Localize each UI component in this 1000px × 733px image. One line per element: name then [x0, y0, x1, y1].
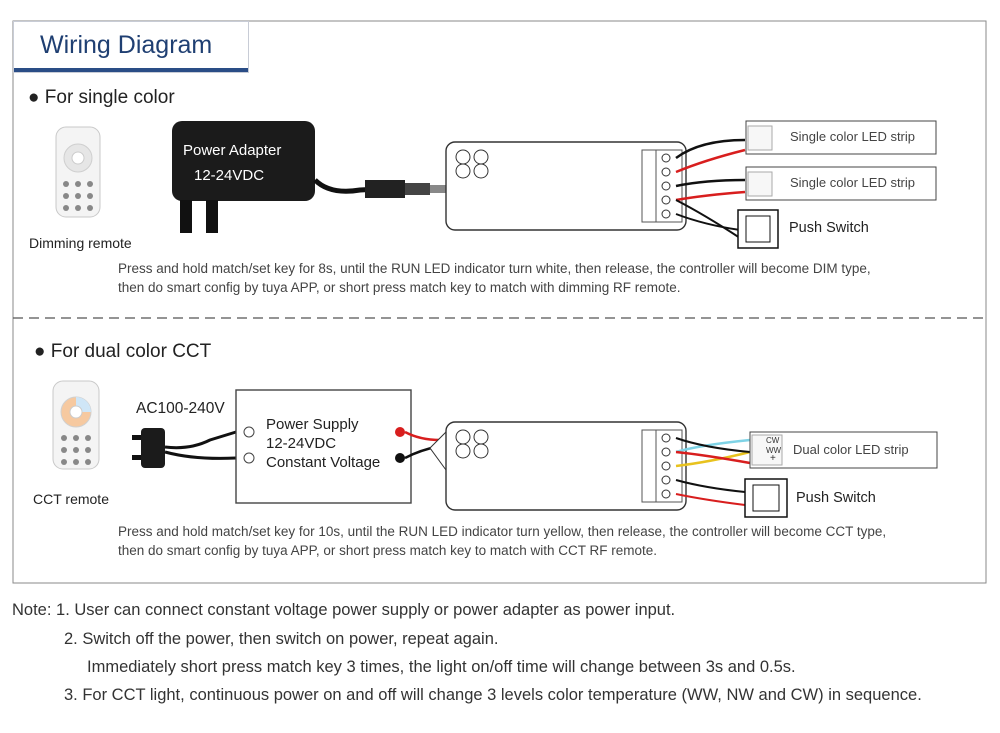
led-strip-2	[745, 166, 937, 201]
plus-label: +	[770, 453, 776, 464]
note-prefix: Note:	[12, 601, 52, 619]
ac-voltage-label: AC100-240V	[136, 400, 225, 417]
push-switch-1-label: Push Switch	[789, 220, 869, 236]
supply-label-3: Constant Voltage	[266, 454, 381, 471]
title-tab	[13, 21, 249, 73]
dual-led-strip	[749, 431, 938, 469]
cct-remote-icon	[52, 380, 100, 470]
controller-1-icon	[445, 141, 687, 231]
section2-desc-1: Press and hold match/set key for 10s, un…	[118, 524, 887, 539]
note-2: 2. Switch off the power, then switch on …	[64, 630, 499, 648]
power-adapter-icon	[172, 121, 446, 233]
cct-remote-label: CCT remote	[33, 491, 109, 507]
section1-heading: ● For single color	[28, 87, 175, 108]
led-strip-1	[745, 120, 937, 155]
outer-frame	[12, 20, 987, 584]
dimming-remote-icon	[55, 126, 101, 218]
adapter-label-2: 12-24VDC	[194, 167, 265, 184]
ww-label: WW	[766, 446, 782, 455]
section2-heading: ● For dual color CCT	[34, 341, 212, 362]
strip2-label: Single color LED strip	[790, 175, 915, 190]
cw-label: CW	[766, 436, 780, 445]
note-2b: Immediately short press match key 3 time…	[87, 658, 796, 676]
adapter-label-1: Power Adapter	[183, 142, 282, 159]
section1-desc-2: then do smart config by tuya APP, or sho…	[118, 280, 681, 295]
supply-label-1: Power Supply	[266, 416, 359, 433]
controller-2-icon	[429, 421, 687, 511]
power-supply-box	[235, 389, 412, 504]
note-1-text: 1. User can connect constant voltage pow…	[56, 601, 676, 619]
ac-plug-icon	[132, 428, 237, 468]
supply-label-2: 12-24VDC	[266, 435, 337, 452]
dimming-remote-label: Dimming remote	[29, 235, 132, 251]
section2-desc-2: then do smart config by tuya APP, or sho…	[118, 543, 657, 558]
section1-heading-text: For single color	[44, 87, 175, 108]
section1-desc-1: Press and hold match/set key for 8s, unt…	[118, 261, 871, 276]
push-switch-1-icon	[737, 209, 779, 249]
section2-heading-text: For dual color CCT	[50, 341, 212, 362]
dual-strip-label: Dual color LED strip	[793, 442, 909, 457]
page-title: Wiring Diagram	[40, 31, 213, 59]
strip1-label: Single color LED strip	[790, 129, 915, 144]
note-3: 3. For CCT light, continuous power on an…	[64, 686, 922, 704]
push-switch-2-icon	[744, 478, 788, 518]
push-switch-2-label: Push Switch	[796, 490, 876, 506]
note-1: Note: 1. User can connect constant volta…	[12, 601, 675, 620]
